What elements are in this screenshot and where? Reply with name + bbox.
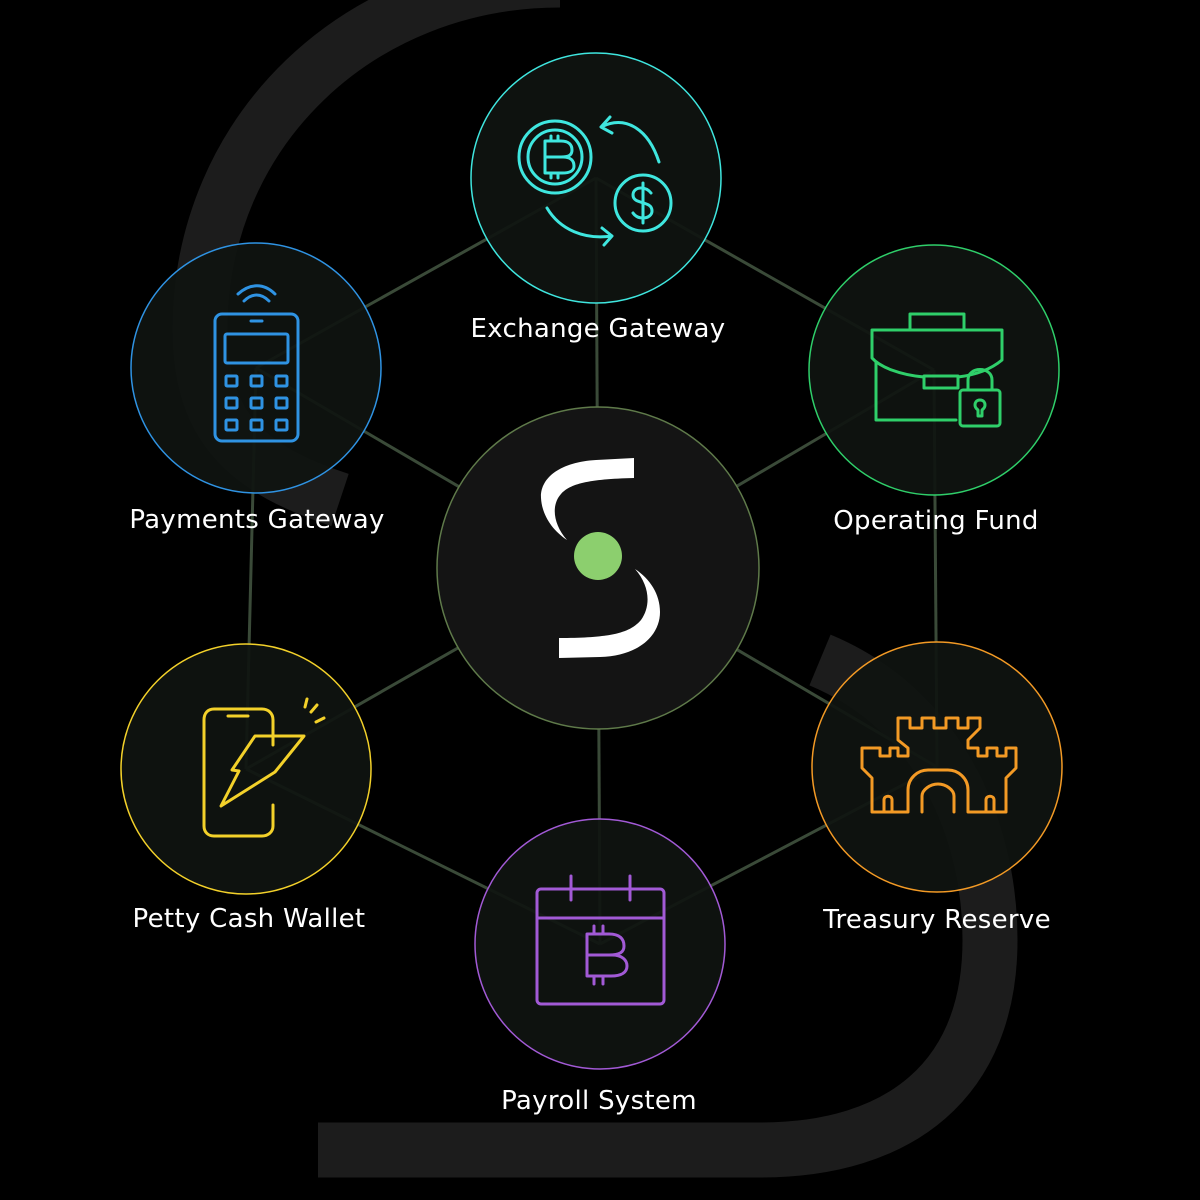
castle-window-right [984,794,996,814]
central-hub[interactable] [436,406,760,730]
hub-logo-dot [574,532,622,580]
terminal-wifi [236,284,277,303]
calendar-bitcoin-symbol [585,924,629,986]
lock-body [958,388,1002,428]
phone-outline [202,707,275,838]
briefcase-base [874,360,958,422]
exchange-dollar-coin [613,173,673,233]
terminal-body [213,312,300,443]
lock-keyhole [973,398,987,418]
briefcase-handle [908,312,966,332]
node-payments-gateway[interactable] [130,242,382,494]
exchange-bitcoin-coin-inner [526,128,584,186]
label-petty-cash-wallet: Petty Cash Wallet [132,904,366,934]
bitcoin-dollar-exchange-icon [517,115,673,247]
hub-logo-bottom-arc [559,569,660,658]
node-treasury-reserve[interactable] [811,641,1063,893]
lightning-bolt [219,734,306,808]
lock-shackle [966,368,994,392]
label-exchange-gateway: Exchange Gateway [470,314,726,344]
castle-gate [920,782,956,814]
terminal-keypad [224,374,289,432]
label-payments-gateway: Payments Gateway [129,505,385,535]
payment-terminal-icon [213,284,300,443]
briefcase-lock-icon [870,312,1004,428]
node-payroll-system[interactable] [474,818,726,1070]
label-payroll-system: Payroll System [501,1086,697,1116]
briefcase-body [870,328,1004,390]
exchange-arrow-top [599,115,661,164]
terminal-screen [223,332,290,365]
exchange-arrow-bottom [545,206,614,247]
castle-window-left [882,794,894,814]
label-treasury-reserve: Treasury Reserve [823,905,1051,935]
label-operating-fund: Operating Fund [833,506,1039,536]
phone-lightning-icon [202,697,326,838]
node-exchange-gateway[interactable] [470,52,722,304]
exchange-dollar-symbol [631,181,654,225]
node-petty-cash-wallet[interactable] [120,643,372,895]
node-group [120,52,1063,1070]
calendar-frame [535,887,666,1006]
bitcoin-calendar-icon [535,874,666,1006]
castle-icon [860,716,1018,814]
castle-outline [860,716,1018,814]
spark-lines [303,697,326,724]
exchange-bitcoin-coin [517,119,593,195]
hub-logo-top-arc [540,458,634,540]
node-operating-fund[interactable] [808,244,1060,496]
exchange-bitcoin-symbol [543,134,576,180]
